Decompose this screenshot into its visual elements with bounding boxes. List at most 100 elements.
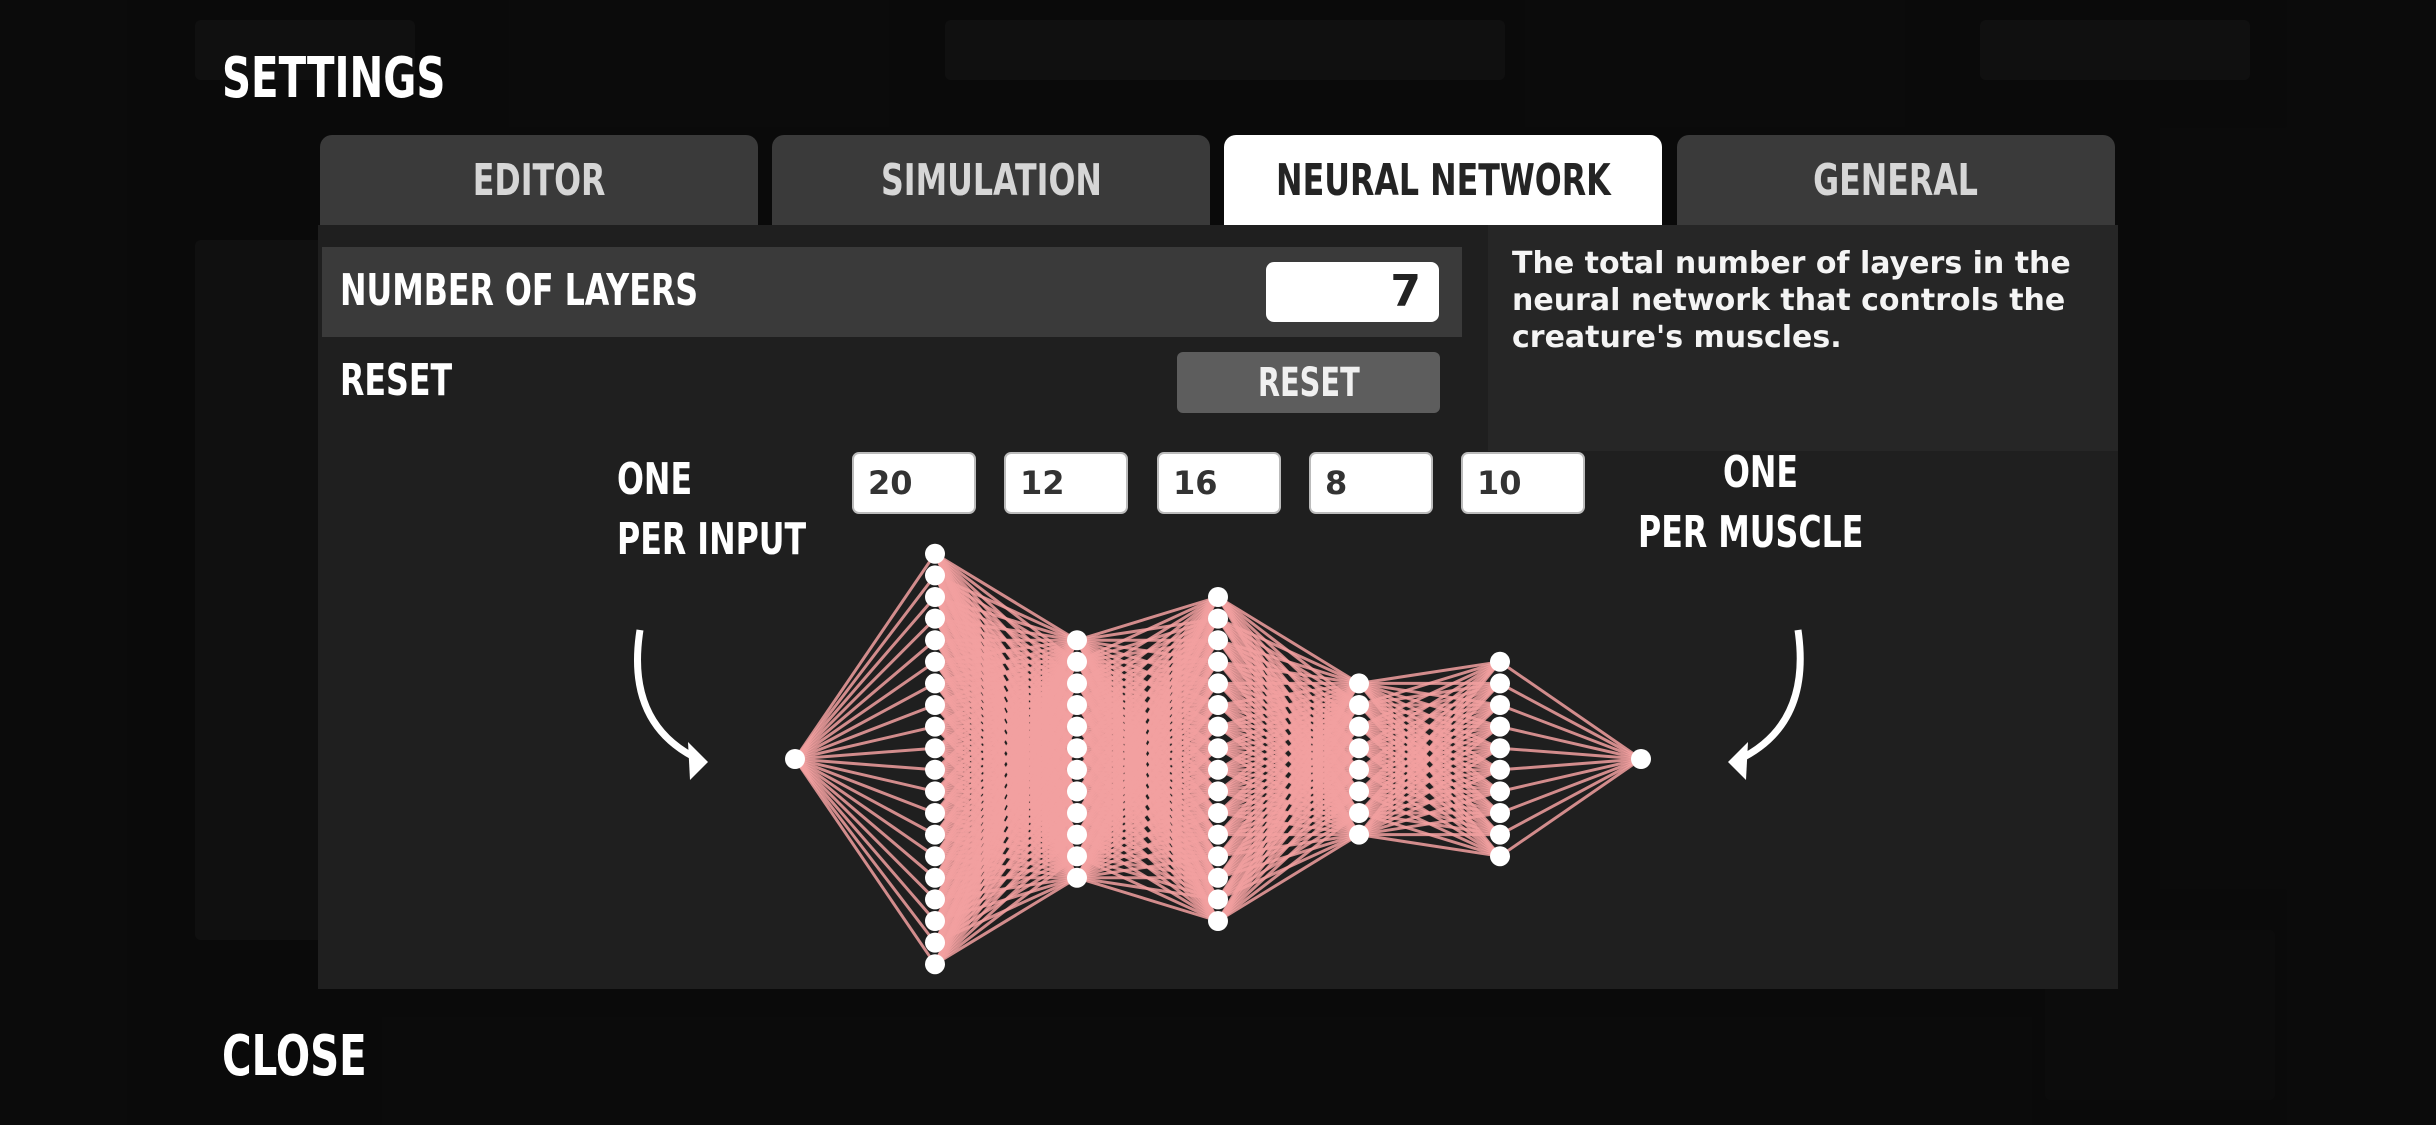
output-label-line2: PER MUSCLE bbox=[1638, 507, 1864, 558]
output-label-line1: ONE bbox=[1722, 447, 1799, 498]
connection-line bbox=[793, 552, 937, 760]
network-node bbox=[1208, 846, 1228, 867]
network-node bbox=[1490, 651, 1510, 672]
network-node bbox=[1208, 889, 1228, 910]
network-node bbox=[925, 911, 945, 931]
connection-line bbox=[934, 574, 1078, 642]
tab-neural-network-label: NEURAL NETWORK bbox=[1275, 154, 1611, 206]
connection-line bbox=[1499, 746, 1642, 761]
network-node bbox=[1349, 824, 1369, 845]
connection-line bbox=[1076, 854, 1219, 880]
connection-line bbox=[793, 757, 937, 901]
connection-line bbox=[1499, 682, 1642, 761]
network-node bbox=[1490, 824, 1510, 845]
connection-line bbox=[1076, 790, 1219, 880]
output-arrow-icon bbox=[1736, 629, 1804, 764]
connection-line bbox=[1357, 703, 1502, 836]
connection-line bbox=[1076, 595, 1219, 707]
connection-line bbox=[1357, 660, 1502, 836]
connection-line bbox=[1499, 757, 1642, 858]
connection-line bbox=[1217, 681, 1360, 707]
connection-line bbox=[794, 757, 936, 772]
network-node bbox=[925, 608, 945, 629]
connection-line bbox=[794, 639, 936, 761]
connection-line bbox=[1216, 682, 1361, 815]
connection-line bbox=[933, 639, 1079, 836]
network-node bbox=[925, 695, 945, 715]
input-label-line2: PER INPUT bbox=[617, 514, 807, 565]
input-label-line1: ONE bbox=[617, 454, 693, 505]
connection-line bbox=[1499, 703, 1642, 761]
connection-line bbox=[1075, 725, 1220, 879]
connection-line bbox=[933, 639, 1079, 879]
connection-line bbox=[794, 725, 936, 761]
connection-line bbox=[1075, 704, 1220, 879]
network-node bbox=[1349, 673, 1369, 694]
network-node bbox=[1349, 716, 1369, 737]
network-node bbox=[1490, 695, 1510, 715]
connection-line bbox=[1075, 639, 1220, 879]
connection-line bbox=[1217, 660, 1360, 685]
connection-line bbox=[934, 595, 1078, 642]
network-node bbox=[925, 932, 945, 953]
connection-line bbox=[794, 703, 936, 761]
network-node bbox=[1349, 781, 1369, 802]
hidden-layer-5-input[interactable]: 10 bbox=[1461, 452, 1585, 514]
flow-arrows bbox=[634, 629, 1804, 780]
reset-button[interactable]: RESET bbox=[1177, 352, 1440, 413]
connection-line bbox=[934, 638, 1078, 664]
connection-line bbox=[1358, 660, 1501, 685]
connection-line bbox=[1499, 757, 1642, 836]
connection-line bbox=[1076, 876, 1219, 923]
connection-line bbox=[794, 757, 936, 858]
connection-line bbox=[1075, 595, 1220, 750]
input-arrowhead-icon bbox=[688, 742, 708, 780]
connection-line bbox=[934, 638, 1078, 707]
tab-general[interactable]: GENERAL bbox=[1677, 135, 2115, 225]
tab-simulation[interactable]: SIMULATION bbox=[772, 135, 1210, 225]
connection-line bbox=[793, 617, 937, 761]
network-node bbox=[1208, 695, 1228, 715]
connection-line bbox=[933, 639, 1079, 793]
network-node bbox=[1067, 651, 1087, 672]
connection-line bbox=[1217, 638, 1360, 685]
connection-line bbox=[1075, 682, 1220, 879]
tab-general-label: GENERAL bbox=[1813, 154, 1979, 206]
hidden-layer-1-input[interactable]: 20 bbox=[852, 452, 976, 514]
connection-line bbox=[1358, 660, 1501, 750]
connection-line bbox=[1075, 596, 1220, 771]
connection-line bbox=[1075, 595, 1220, 728]
connection-line bbox=[1216, 682, 1361, 901]
connection-line bbox=[1217, 682, 1360, 750]
network-node bbox=[1208, 587, 1228, 607]
network-node bbox=[925, 673, 945, 694]
connection-line bbox=[933, 833, 1079, 966]
network-node bbox=[1067, 695, 1087, 715]
network-node bbox=[1208, 803, 1228, 823]
connection-line bbox=[794, 757, 936, 836]
connection-line bbox=[933, 639, 1079, 771]
connection-line bbox=[1357, 660, 1502, 815]
tab-editor[interactable]: EDITOR bbox=[320, 135, 758, 225]
close-button[interactable]: CLOSE bbox=[222, 1024, 367, 1089]
connection-line bbox=[933, 639, 1079, 901]
network-node bbox=[1349, 803, 1369, 823]
network-node bbox=[1067, 803, 1087, 823]
network-node bbox=[1208, 651, 1228, 672]
tab-neural-network[interactable]: NEURAL NETWORK bbox=[1224, 135, 1662, 225]
connection-line bbox=[1217, 617, 1360, 685]
connection-line bbox=[933, 725, 1079, 965]
network-node bbox=[925, 824, 945, 845]
network-node bbox=[1067, 846, 1087, 867]
connection-line bbox=[794, 682, 936, 761]
number-of-layers-input[interactable]: 7 bbox=[1266, 262, 1439, 322]
network-node bbox=[925, 759, 945, 780]
hidden-layer-3-input[interactable]: 16 bbox=[1157, 452, 1281, 514]
connection-line bbox=[934, 876, 1078, 966]
hidden-layer-4-input[interactable]: 8 bbox=[1309, 452, 1433, 514]
network-node bbox=[1208, 781, 1228, 802]
network-node bbox=[1067, 738, 1087, 759]
connection-line bbox=[793, 596, 937, 760]
hidden-layer-2-input[interactable]: 12 bbox=[1004, 452, 1128, 514]
connection-line bbox=[1217, 681, 1360, 729]
